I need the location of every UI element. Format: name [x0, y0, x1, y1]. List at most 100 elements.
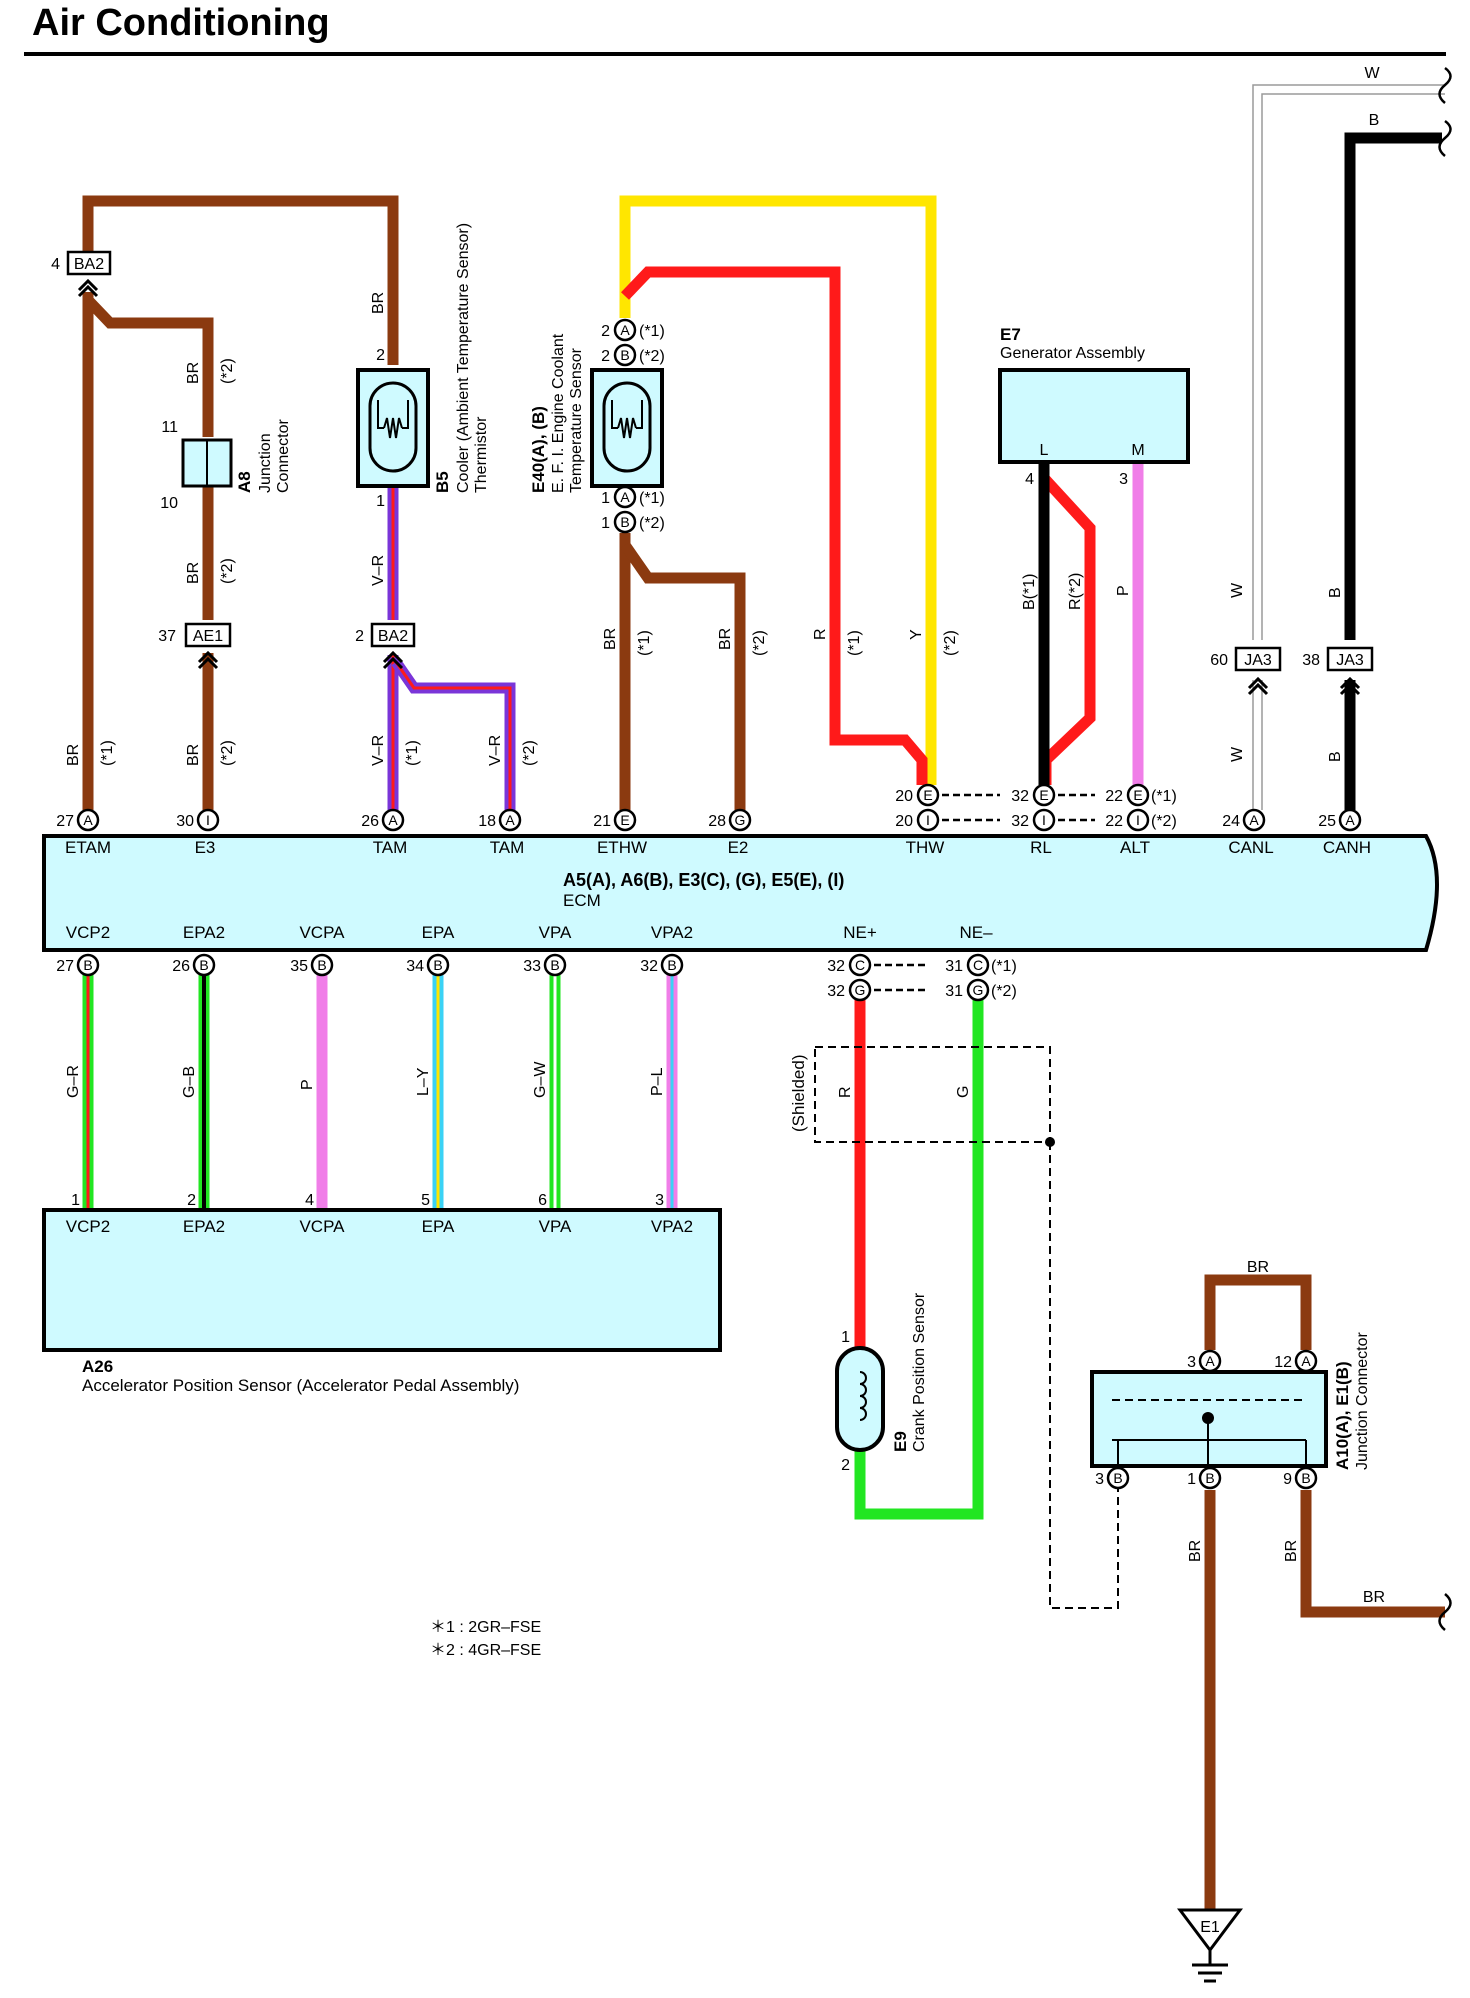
svg-text:BA2: BA2: [74, 256, 104, 273]
svg-text:VCPA: VCPA: [299, 1217, 345, 1236]
svg-text:THW: THW: [906, 838, 945, 857]
shield-box: [814, 1046, 1119, 1609]
svg-text:TAM: TAM: [490, 838, 525, 857]
e40-thermistor: [590, 368, 664, 488]
svg-text:22: 22: [1105, 813, 1123, 830]
wire-w-canl-outer: [1252, 84, 1445, 640]
svg-text:R: R: [812, 628, 829, 640]
svg-text:B: B: [433, 957, 442, 973]
e40-labels: E40(A), (B) E. F. I. Engine Coolant Temp…: [529, 333, 585, 493]
svg-text:Connector: Connector: [275, 419, 292, 493]
ecm-bottom-pins: [76, 953, 990, 1002]
svg-text:JA3: JA3: [1336, 652, 1364, 669]
svg-text:27: 27: [56, 813, 74, 830]
svg-text:R: R: [837, 1086, 854, 1098]
svg-text:2: 2: [355, 628, 364, 645]
svg-text:A: A: [83, 812, 93, 828]
ne-note-b: (*2): [991, 983, 1017, 1000]
svg-text:27: 27: [56, 958, 74, 975]
svg-text:B: B: [83, 957, 92, 973]
svg-text:B: B: [667, 957, 676, 973]
footnote-2: ＊2 : 4GR–FSE: [430, 1642, 541, 1659]
ecm-top-pins: [76, 783, 1362, 832]
a26-name: Accelerator Position Sensor (Accelerator…: [82, 1376, 519, 1395]
svg-text:(*2): (*2): [219, 558, 236, 584]
svg-text:VPA2: VPA2: [651, 1217, 693, 1236]
svg-text:1: 1: [601, 515, 610, 532]
pair-dashes-top: [942, 793, 1095, 822]
a8-labels: 11 10 BR (*2) BR (*2) A8 Junction Connec…: [160, 358, 292, 584]
ecm-sub: ECM: [563, 891, 601, 910]
a26-code: A26: [82, 1357, 113, 1376]
ecm-bottom-pin-numbers: 27 26 35 34 33 32 32 32 31 31: [56, 958, 963, 1000]
can-b-label: B: [1369, 112, 1380, 129]
svg-text:2: 2: [376, 347, 385, 364]
svg-text:BR: BR: [1283, 1540, 1300, 1562]
svg-text:I: I: [1136, 812, 1140, 828]
svg-text:B: B: [550, 957, 559, 973]
svg-text:L: L: [1040, 442, 1049, 459]
svg-text:BR: BR: [717, 628, 734, 650]
ecm-top-labels: ETAM E3 TAM TAM ETHW E2 THW RL ALT CANL …: [65, 838, 1371, 857]
svg-text:BR: BR: [1247, 1259, 1269, 1276]
svg-text:BR: BR: [185, 362, 202, 384]
svg-text:CANH: CANH: [1323, 838, 1371, 857]
svg-text:BR: BR: [1187, 1540, 1204, 1562]
svg-text:32: 32: [1011, 813, 1029, 830]
svg-text:A: A: [620, 489, 630, 505]
wire-br-a10-top: [1204, 1274, 1312, 1350]
svg-text:Generator Assembly: Generator Assembly: [1000, 345, 1145, 362]
wire-ne-minus: [854, 1000, 984, 1520]
connector-ja3-left: JA3 60: [1210, 646, 1282, 696]
svg-text:RL: RL: [1030, 838, 1052, 857]
svg-text:EPA2: EPA2: [183, 1217, 225, 1236]
svg-text:20: 20: [895, 813, 913, 830]
svg-text:E9: E9: [891, 1431, 910, 1452]
svg-text:TAM: TAM: [373, 838, 408, 857]
svg-text:VPA: VPA: [539, 923, 572, 942]
ecm-box: [42, 834, 1439, 952]
svg-text:25: 25: [1318, 813, 1336, 830]
a10-pin-letters: A A B B B: [1113, 1353, 1311, 1486]
svg-text:G: G: [955, 1086, 972, 1098]
svg-text:3: 3: [1119, 471, 1128, 488]
svg-text:EPA: EPA: [422, 1217, 455, 1236]
connector-ae1: AE1 37: [158, 622, 232, 670]
continuation-marks: [1438, 66, 1452, 1631]
svg-text:I: I: [1042, 812, 1046, 828]
svg-text:E: E: [923, 787, 932, 803]
svg-text:M: M: [1131, 442, 1144, 459]
ecm-bottom-labels: VCP2 EPA2 VCPA EPA VPA VPA2 NE+ NE–: [66, 923, 993, 942]
a10-junction-box: [1090, 1370, 1328, 1468]
svg-text:BR: BR: [65, 744, 82, 766]
svg-text:(*1): (*1): [846, 630, 863, 656]
svg-text:E. F. I. Engine Coolant: E. F. I. Engine Coolant: [550, 333, 567, 493]
svg-text:E3: E3: [195, 838, 216, 857]
svg-text:EPA: EPA: [422, 923, 455, 942]
a26-pin-labels: VCP2 EPA2 VCPA EPA VPA VPA2: [66, 1217, 693, 1236]
svg-text:B: B: [1113, 1470, 1122, 1486]
connector-ja3-right: JA3 38: [1302, 646, 1374, 696]
svg-text:JA3: JA3: [1244, 652, 1272, 669]
svg-text:VPA2: VPA2: [651, 923, 693, 942]
e40-pin-numbers: 2 2 1 1: [601, 323, 610, 532]
svg-text:(*2): (*2): [639, 348, 665, 365]
svg-text:A: A: [388, 812, 398, 828]
ne-note-a: (*1): [991, 958, 1017, 975]
ground-label: E1: [1200, 1919, 1220, 1936]
svg-text:26: 26: [172, 958, 190, 975]
pair-dashes-bottom: [874, 963, 928, 992]
svg-text:A: A: [505, 812, 515, 828]
svg-text:E2: E2: [728, 838, 749, 857]
svg-text:24: 24: [1222, 813, 1240, 830]
svg-text:V–R: V–R: [370, 735, 387, 766]
svg-text:4: 4: [51, 256, 60, 273]
svg-text:B: B: [620, 347, 629, 363]
e9-crank-sensor: [835, 1346, 885, 1452]
svg-text:P–L: P–L: [649, 1067, 666, 1096]
svg-text:G: G: [973, 982, 984, 998]
svg-text:ETHW: ETHW: [597, 838, 647, 857]
svg-text:1: 1: [601, 490, 610, 507]
svg-text:G: G: [735, 812, 746, 828]
svg-text:31: 31: [945, 983, 963, 1000]
